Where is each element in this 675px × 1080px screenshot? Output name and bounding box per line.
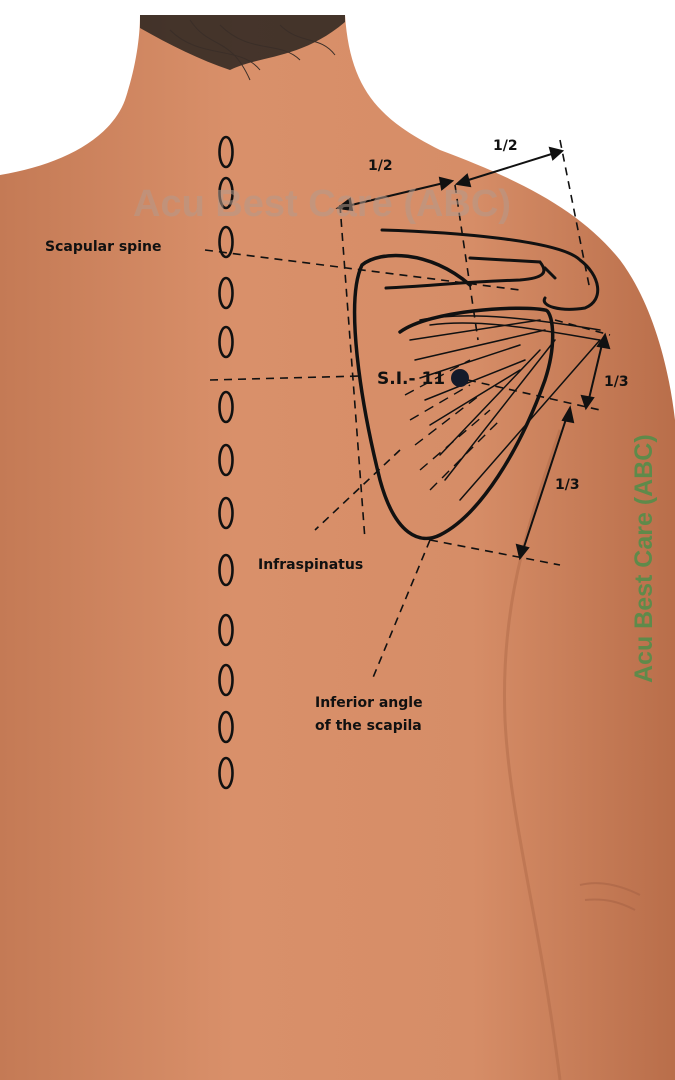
watermark-horizontal: Acu Best Care (ABC) (133, 183, 511, 225)
vertebra (218, 496, 234, 530)
body-silhouette (0, 15, 675, 1080)
vertebra (218, 390, 234, 424)
vertebra (218, 553, 234, 587)
vertebra (218, 276, 234, 310)
label-scapular-spine: Scapular spine (45, 239, 161, 255)
elbow-crease (579, 882, 641, 911)
spine-vertebrae (218, 135, 234, 790)
vertebra (218, 225, 234, 259)
vertebra (218, 135, 234, 169)
label-inferior-angle-2: of the scapila (315, 718, 422, 734)
vertebra (218, 176, 234, 210)
label-third-top: 1/3 (604, 374, 629, 390)
vertebra (218, 756, 234, 790)
measurement-arrows (335, 146, 611, 561)
vertebra (218, 613, 234, 647)
label-half-right: 1/2 (493, 138, 518, 154)
vertebra (218, 325, 234, 359)
vertebra (218, 710, 234, 744)
hair-strands (169, 19, 336, 81)
label-half-left: 1/2 (368, 158, 393, 174)
label-inferior-angle-1: Inferior angle (315, 695, 423, 711)
label-si-11: S.I.- 11 (377, 369, 445, 389)
label-third-bottom: 1/3 (555, 477, 580, 493)
vertebra (218, 443, 234, 477)
si-11-point-marker (451, 369, 469, 387)
hatch-strokes (404, 359, 501, 491)
vertebra (218, 663, 234, 697)
scapula-outline (352, 228, 601, 541)
hair (140, 15, 345, 70)
arm-edge (502, 429, 562, 1080)
watermark-vertical: Acu Best Care (ABC) (630, 434, 658, 683)
label-infraspinatus: Infraspinatus (258, 557, 363, 573)
